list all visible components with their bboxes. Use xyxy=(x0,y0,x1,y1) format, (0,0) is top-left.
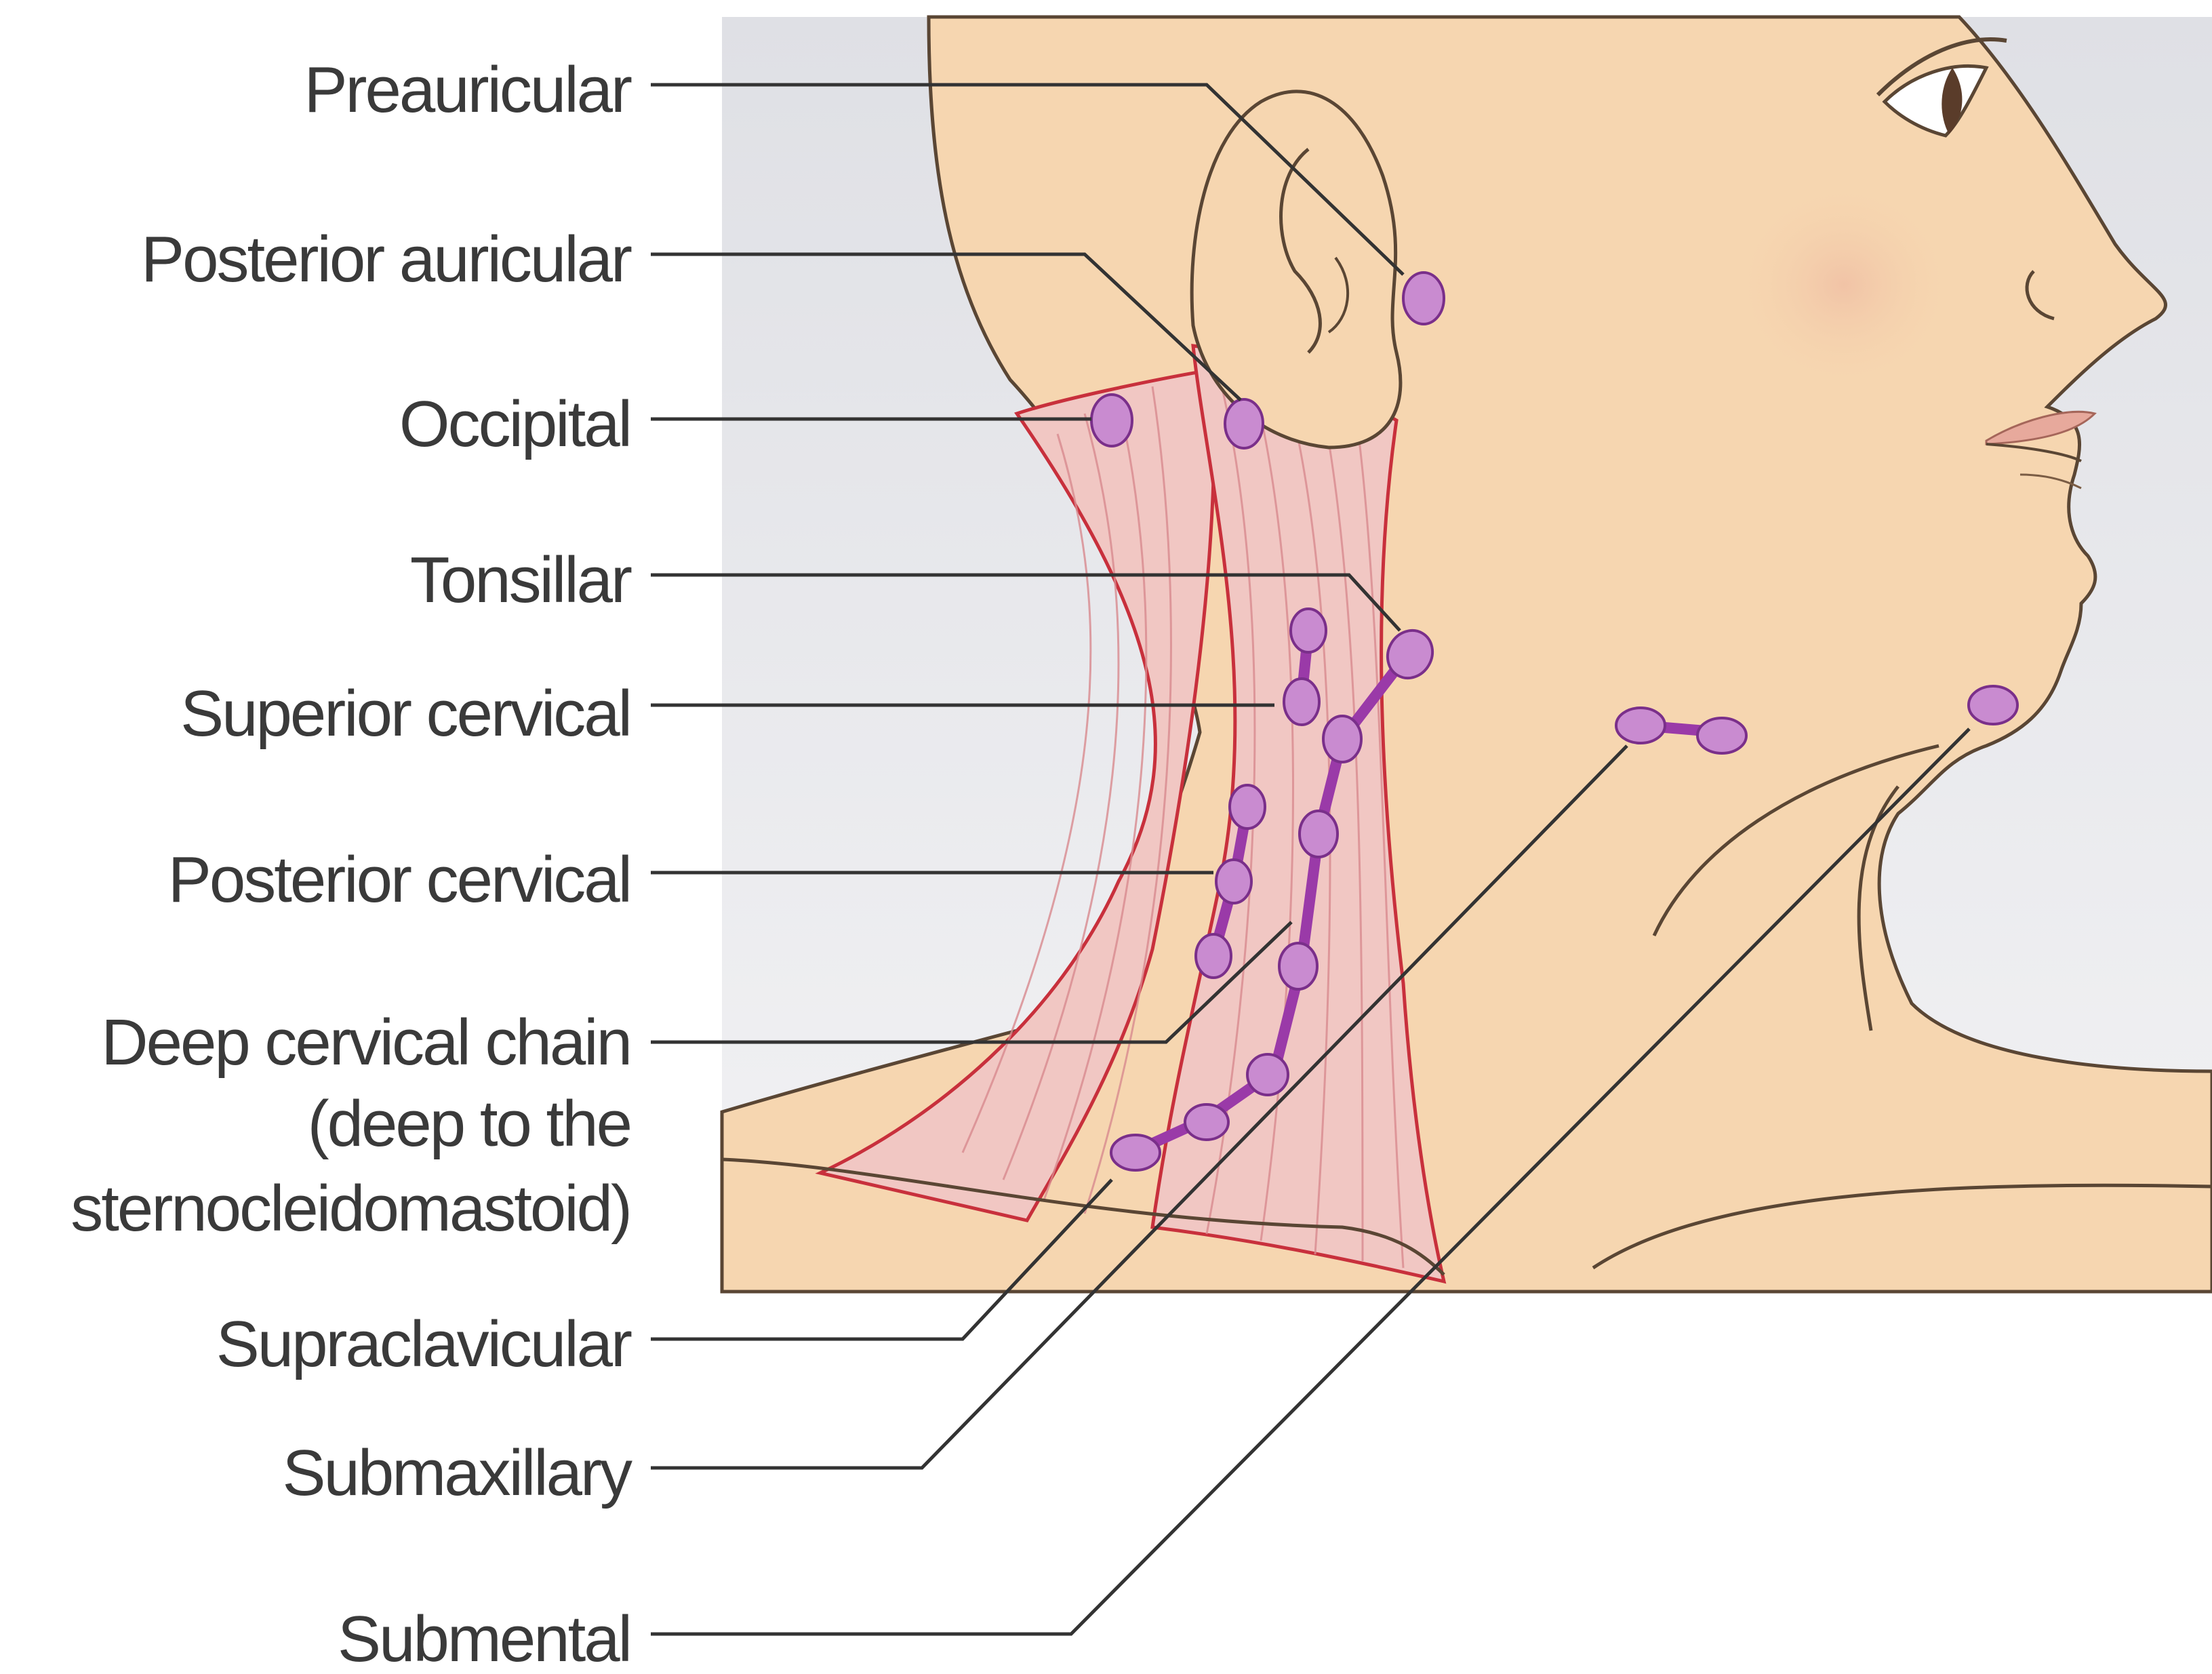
lymph-node-posterior-cervical-3 xyxy=(1196,934,1231,978)
lymph-node-posterior-cervical-2 xyxy=(1216,860,1251,903)
label-superior-cervical: Superior cervical xyxy=(180,677,630,750)
lymph-node-deep-cervical-4 xyxy=(1247,1054,1288,1095)
lymph-node-posterior-auricular xyxy=(1225,399,1263,448)
lymph-node-deep-cervical-5 xyxy=(1185,1104,1228,1140)
lymph-node-deep-cervical-3 xyxy=(1279,943,1317,989)
label-submaxillary: Submaxillary xyxy=(282,1437,632,1509)
label-deep-cervical-line3: sternocleidomastoid) xyxy=(71,1172,630,1245)
label-preauricular: Preauricular xyxy=(304,54,632,126)
lymph-node-supraclavicular xyxy=(1111,1135,1160,1170)
label-supraclavicular: Supraclavicular xyxy=(216,1308,632,1380)
lymph-node-occipital xyxy=(1091,395,1132,446)
lymph-node-superior-cervical-2 xyxy=(1284,679,1319,725)
label-deep-cervical-line1: Deep cervical chain xyxy=(101,1006,630,1079)
label-submental: Submental xyxy=(338,1603,630,1671)
label-tonsillar: Tonsillar xyxy=(410,544,632,616)
lymph-node-preauricular xyxy=(1403,273,1444,324)
labels: Preauricular Posterior auricular Occipit… xyxy=(71,54,632,1671)
lymph-node-posterior-cervical-1 xyxy=(1230,785,1265,829)
lymph-node-submaxillary-2 xyxy=(1697,718,1746,753)
label-deep-cervical-line2: (deep to the xyxy=(308,1088,630,1160)
lymph-node-submaxillary-1 xyxy=(1616,708,1665,743)
label-posterior-cervical: Posterior cervical xyxy=(168,843,630,916)
lymph-node-deep-cervical-2 xyxy=(1300,811,1338,857)
label-posterior-auricular: Posterior auricular xyxy=(141,223,632,296)
lymph-node-deep-cervical-1 xyxy=(1323,716,1361,762)
cheek-blush xyxy=(1729,176,1959,393)
label-occipital: Occipital xyxy=(399,388,630,460)
lymph-node-superior-cervical-1 xyxy=(1291,609,1326,652)
lymph-node-submental xyxy=(1969,686,2017,724)
